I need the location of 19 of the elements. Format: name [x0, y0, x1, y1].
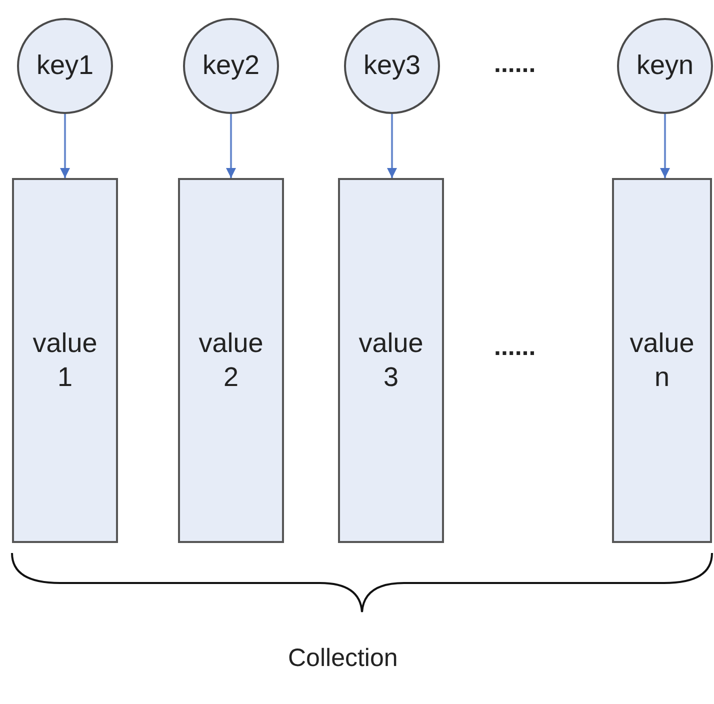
caption-text: Collection [288, 644, 398, 673]
arrow [387, 114, 397, 178]
node-text: value n [628, 326, 696, 394]
node-text: key3 [363, 49, 421, 82]
node-text: value 3 [358, 326, 424, 394]
node-text: key2 [202, 49, 260, 82]
node-text: value 2 [198, 326, 264, 394]
ellipsis-text: ...... [494, 333, 536, 362]
arrow [660, 114, 670, 178]
value-box [338, 178, 444, 543]
arrow [60, 114, 70, 178]
node-text: keyn [636, 49, 694, 82]
arrow [226, 114, 236, 178]
node-text: value 1 [32, 326, 98, 394]
value-box [178, 178, 284, 543]
value-box [12, 178, 118, 543]
ellipsis-text: ...... [494, 50, 536, 79]
node-text: key1 [36, 49, 94, 82]
value-box [612, 178, 712, 543]
